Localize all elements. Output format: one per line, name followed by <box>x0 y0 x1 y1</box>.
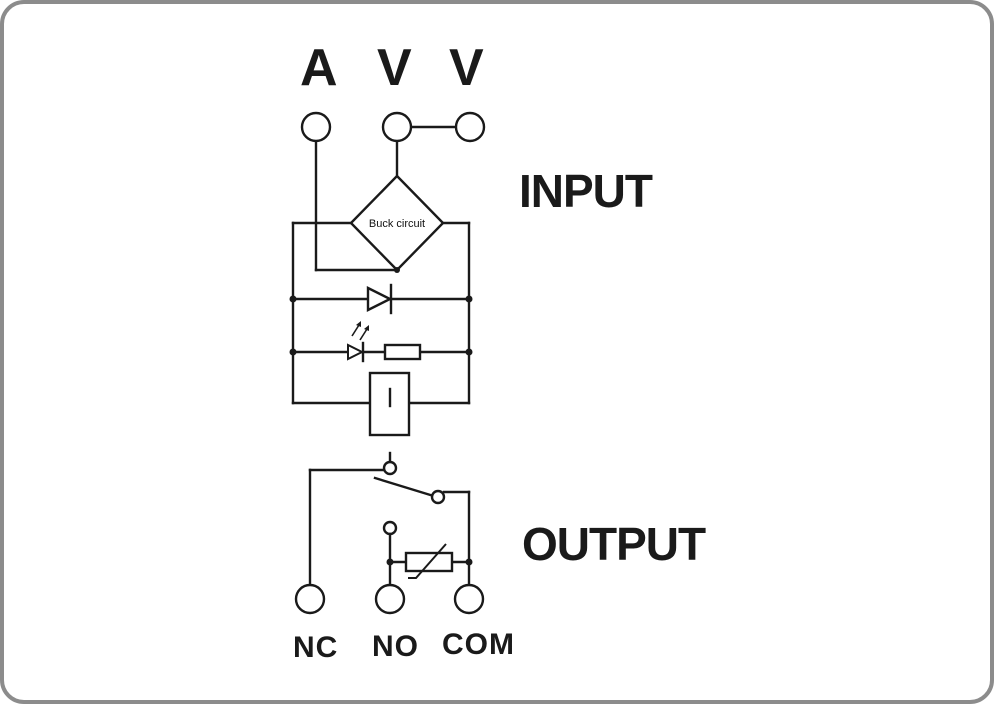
led-icon <box>347 321 369 363</box>
resistor-icon <box>383 343 422 361</box>
terminal-v2 <box>454 111 486 143</box>
switch-icon <box>308 451 471 587</box>
terminal-nc <box>294 583 326 615</box>
label-terminal-v2: V <box>449 39 484 97</box>
terminals <box>294 111 486 615</box>
label-terminal-nc: NC <box>293 631 339 664</box>
terminal-a <box>300 111 332 143</box>
terminal-v1 <box>381 111 413 143</box>
section-output-label: OUTPUT <box>522 518 706 570</box>
terminal-wires <box>314 125 457 272</box>
terminal-no <box>374 583 406 615</box>
buck-circuit-label: Buck circuit <box>368 218 426 230</box>
varistor-icon <box>404 543 454 579</box>
terminal-com <box>453 583 485 615</box>
diode-icon <box>366 283 393 315</box>
relay-coil-icon <box>368 371 411 437</box>
label-terminal-no: NO <box>372 630 419 663</box>
section-input-label: INPUT <box>519 165 653 217</box>
label-terminal-v1: V <box>377 39 412 97</box>
label-terminal-a: A <box>300 39 338 97</box>
label-terminal-com: COM <box>442 628 515 661</box>
input-rails <box>291 221 471 405</box>
